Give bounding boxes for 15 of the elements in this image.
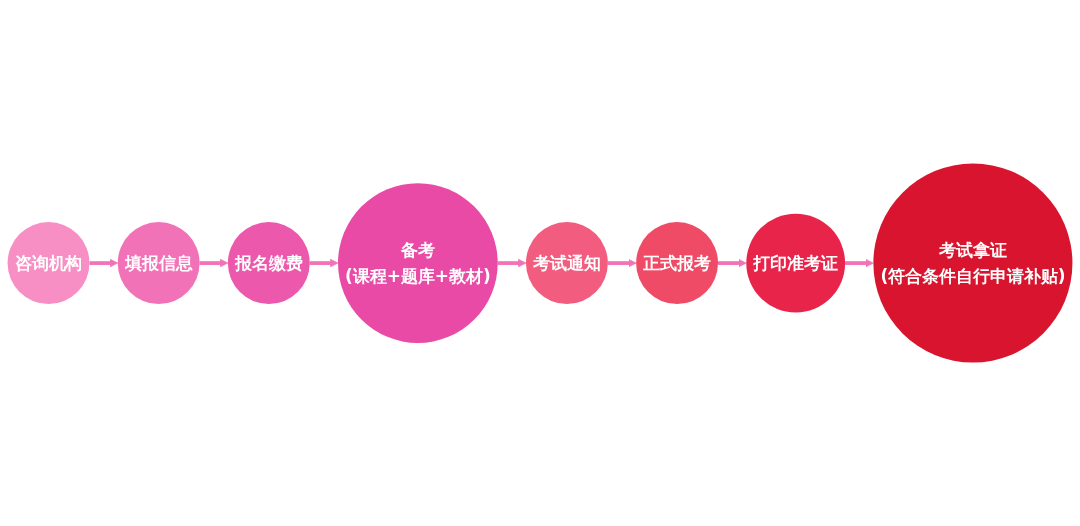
node-circle: 报名缴费 (227, 222, 310, 304)
node-circle: 咨询机构 (7, 222, 90, 304)
arrow (845, 258, 874, 268)
arrow (309, 258, 339, 268)
node-circle: 备考 (课程+题库+教材) (338, 183, 498, 343)
arrow (718, 258, 747, 268)
arrow (607, 258, 637, 268)
node-circle: 正式报考 (636, 222, 718, 304)
node-circle: 打印准考证 (746, 213, 846, 313)
arrow (199, 258, 229, 268)
arrow (89, 258, 119, 268)
node-circle: 考试通知 (525, 222, 608, 304)
arrow (497, 258, 527, 268)
node-circle: 填报信息 (117, 222, 200, 304)
node-circle: 考试拿证 (符合条件自行申请补贴) (873, 163, 1073, 363)
